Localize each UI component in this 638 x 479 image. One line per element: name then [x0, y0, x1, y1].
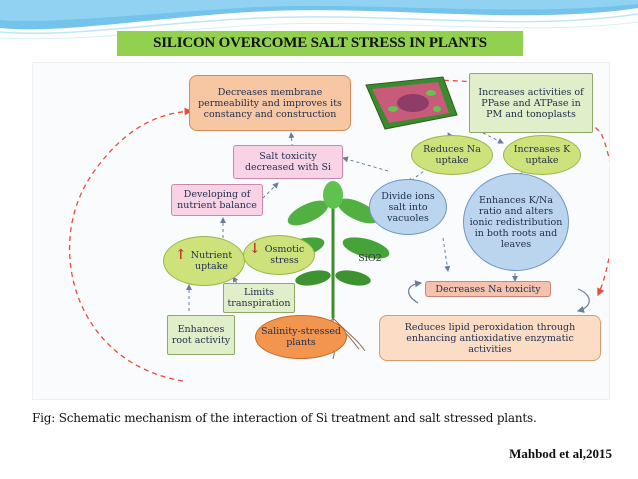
- node-lipid-peroxidation: Reduces lipid peroxidation through enhan…: [379, 315, 601, 361]
- node-root-activity: Enhances root activity: [167, 315, 235, 355]
- node-nutrient-balance: Developing of nutrient balance: [171, 184, 263, 216]
- node-membrane: Decreases membrane permeability and impr…: [189, 75, 351, 131]
- figure-caption: Fig: Schematic mechanism of the interact…: [32, 411, 537, 425]
- header-wave-decoration: [0, 0, 638, 40]
- node-osmotic-stress: Osmotic stress: [243, 235, 315, 275]
- sio2-label: SiO2: [358, 252, 382, 264]
- slide-title: SILICON OVERCOME SALT STRESS IN PLANTS: [117, 31, 523, 56]
- node-nutrient-uptake: Nutrient uptake: [163, 236, 245, 286]
- decrease-arrow-icon: ↓: [249, 241, 261, 257]
- node-reduces-na: Reduces Na uptake: [411, 135, 493, 175]
- increase-arrow-icon: ↑: [175, 247, 187, 263]
- plant-cell-illustration: [365, 76, 458, 130]
- diagram-figure: Decreases membrane permeability and impr…: [32, 62, 610, 400]
- figure-credit: Mahbod et al,2015: [509, 446, 612, 461]
- node-na-toxicity: Decreases Na toxicity: [425, 281, 551, 297]
- node-salinity-plants: Salinity-stressed plants: [255, 315, 347, 359]
- node-limits-transpiration: Limits transpiration: [223, 283, 295, 313]
- node-increases-k: Increases K uptake: [503, 135, 581, 175]
- node-salt-toxicity: Salt toxicity decreased with Si: [233, 145, 343, 179]
- node-divide-ions: Divide ions salt into vacuoles: [369, 179, 447, 235]
- node-pm-activities: Increases activities of PPase and ATPase…: [469, 73, 593, 133]
- node-kna-ratio: Enhances K/Na ratio and alters ionic red…: [463, 173, 569, 271]
